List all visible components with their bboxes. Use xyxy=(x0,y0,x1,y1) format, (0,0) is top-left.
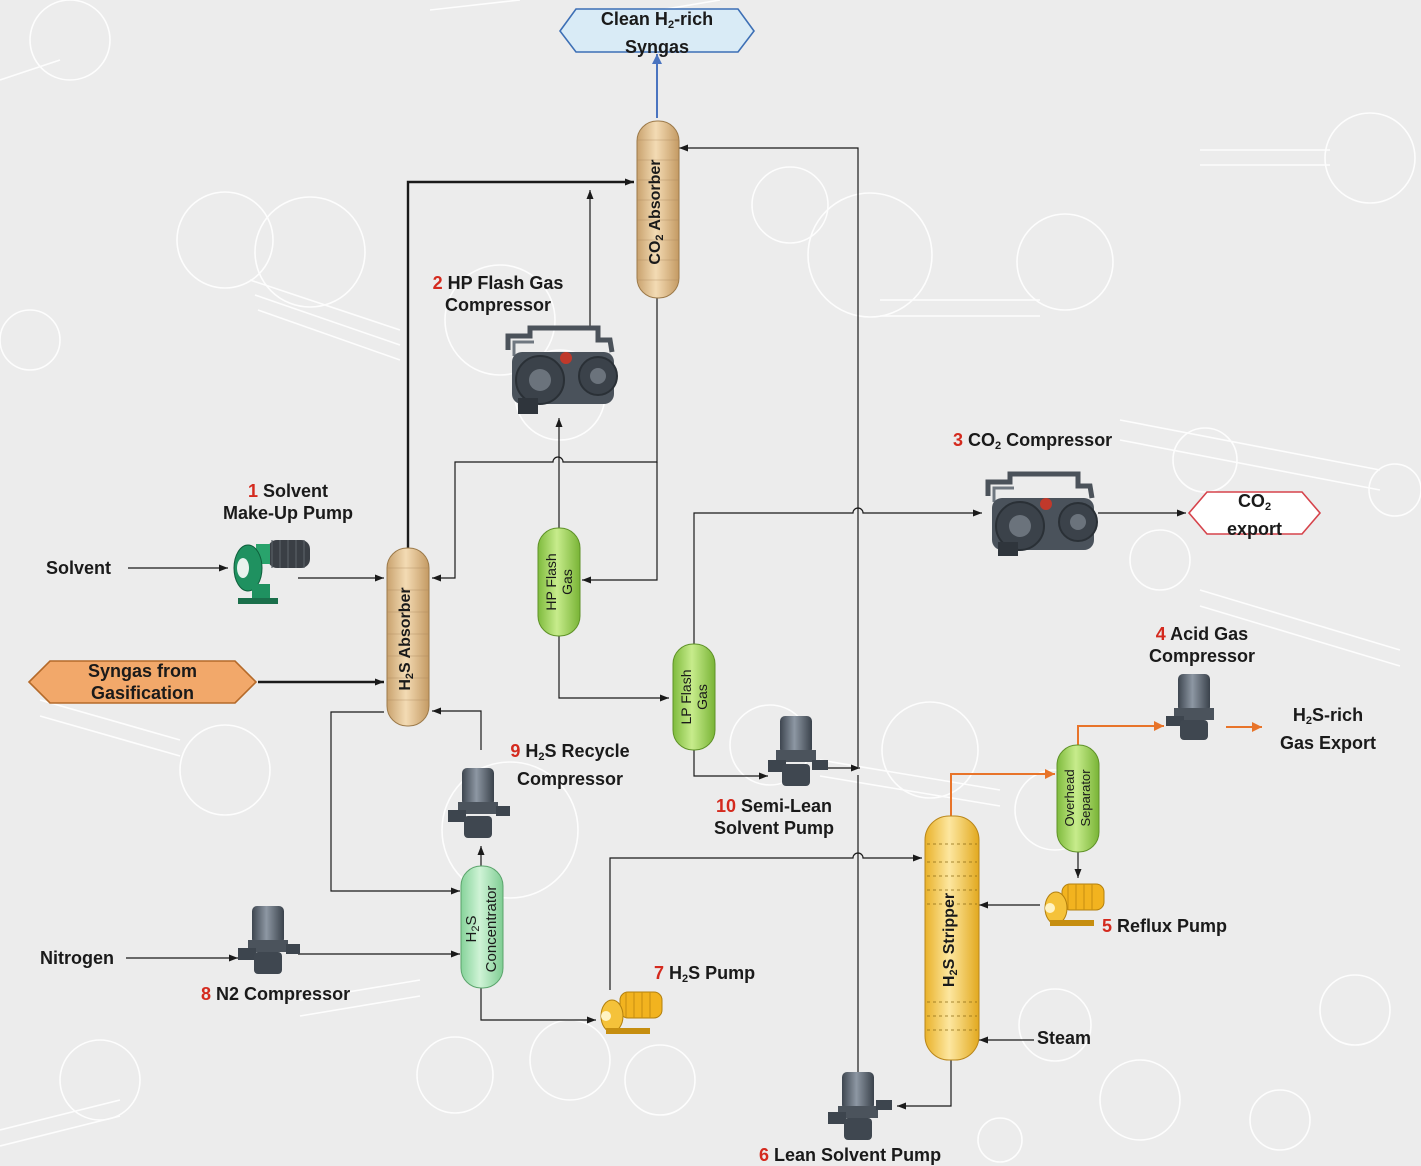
h2s-absorber-overhead-line xyxy=(406,178,634,548)
lp-flash-gas-line xyxy=(693,507,982,644)
lp-flash-to-semi-lean-pump-line xyxy=(693,750,768,780)
acid-gas-compressor-icon xyxy=(1166,674,1214,740)
co2-export-label: CO2 export xyxy=(1226,491,1282,539)
lean-solvent-pump-icon xyxy=(828,1072,892,1140)
hp-flash-vessel xyxy=(537,527,581,637)
co2-absorber-to-hp-flash-line xyxy=(582,462,658,584)
stripper-overhead-line xyxy=(950,769,1055,816)
hp-flash-gas-compressor-icon xyxy=(505,325,618,414)
lean-solvent-return-line xyxy=(679,148,859,1075)
h2s-pump-icon xyxy=(600,991,663,1034)
equipment-8-label: 8 N2 Compressor xyxy=(201,984,351,1004)
nitrogen-label: Nitrogen xyxy=(40,948,114,968)
co2-absorber-bottoms-line xyxy=(432,298,658,582)
clean-syngas-label: Clean H2-rich Syngas xyxy=(600,9,714,57)
co2-compressor-icon xyxy=(985,471,1098,556)
h2s-absorber-vessel xyxy=(386,547,430,727)
semi-lean-solvent-pump-icon xyxy=(768,716,828,786)
syngas-feed-terminal xyxy=(27,660,258,704)
h2s-absorber-label: H2S Absorber xyxy=(397,587,416,691)
h2s-stripper-label: H2S Stripper xyxy=(941,892,960,988)
concentrator-to-h2s-pump-line xyxy=(480,988,596,1024)
h2s-export-label: H2S-rich Gas Export xyxy=(1279,705,1377,753)
recycle-compressor-to-absorber-line xyxy=(432,707,482,750)
n2-compressor-icon xyxy=(238,906,300,974)
lp-flash-vessel xyxy=(672,643,716,751)
reflux-pump-icon xyxy=(1044,883,1105,926)
separator-overhead-line xyxy=(1077,721,1164,745)
h2s-stripper-vessel xyxy=(924,815,980,1061)
equipment-5-label: 5 Reflux Pump xyxy=(1102,916,1228,936)
stripper-bottoms-line xyxy=(897,1060,952,1110)
h2s-concentrator-vessel xyxy=(460,865,504,989)
solvent-makeup-pump-icon xyxy=(233,540,310,604)
equipment-9-label: 9 H2S Recycle Compressor xyxy=(510,741,630,789)
hp-to-lp-flash-line xyxy=(558,636,669,702)
solvent-label: Solvent xyxy=(46,558,112,578)
piping xyxy=(126,54,1262,1110)
equipment-3-label: 3 CO2 Compressor xyxy=(953,430,1113,452)
equipment-7-label: 7 H2S Pump xyxy=(654,963,756,985)
h2s-concentrator-label: H2S Concentrator xyxy=(463,885,500,973)
h2s-pump-to-stripper-line xyxy=(609,852,922,990)
co2-export-terminal xyxy=(1187,491,1322,535)
co2-absorber-label: CO2 Absorber xyxy=(647,159,666,265)
equipment-6-label: 6 Lean Solvent Pump xyxy=(759,1145,942,1165)
steam-label: Steam xyxy=(1037,1028,1092,1048)
clean-syngas-terminal xyxy=(559,8,755,53)
overhead-separator-vessel xyxy=(1056,744,1100,853)
co2-absorber-vessel xyxy=(636,120,680,299)
h2s-recycle-compressor-icon xyxy=(448,768,510,838)
h2s-absorber-bottoms-line xyxy=(330,711,460,895)
